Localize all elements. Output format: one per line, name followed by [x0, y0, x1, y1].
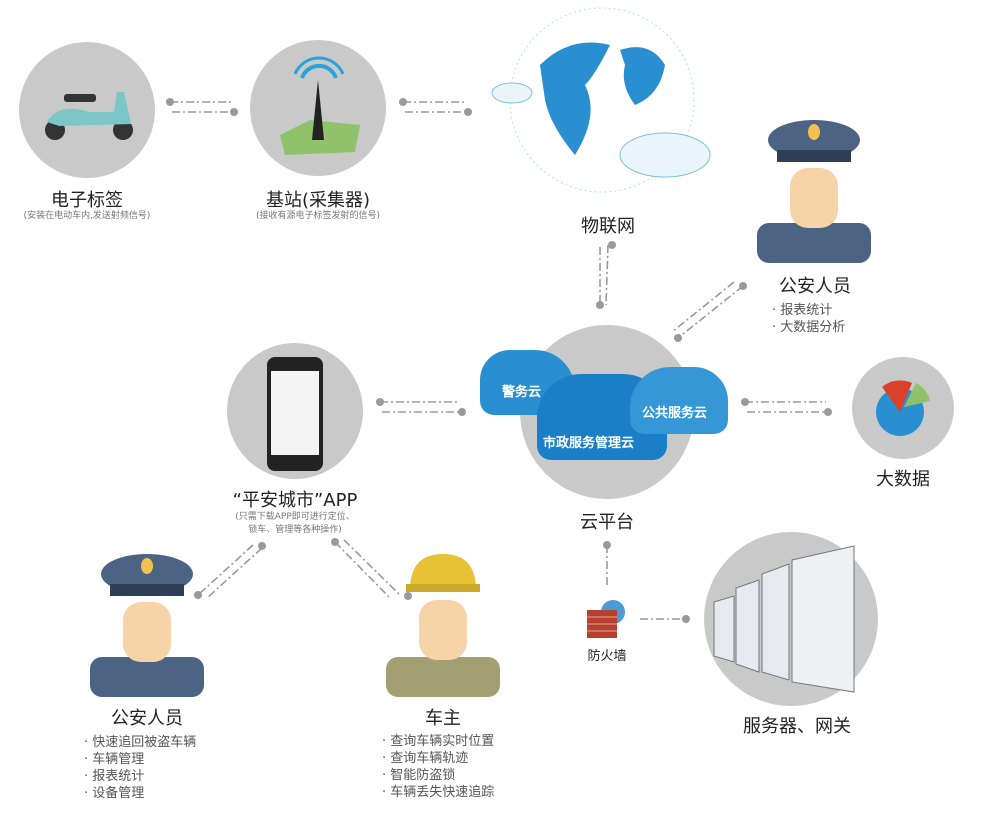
- police-bottom-title: 公安人员: [111, 708, 183, 729]
- app-subtitle-line: (只需下载APP即可进行定位、: [235, 512, 355, 522]
- servers-circle: [704, 532, 878, 706]
- list-item: 大数据分析: [772, 319, 845, 336]
- big-data-title: 大数据: [876, 469, 930, 490]
- list-item: 车辆管理: [84, 751, 196, 768]
- list-item: 车辆丢失快速追踪: [382, 784, 494, 801]
- app-subtitle-line: 锁车、管理等各种操作): [248, 525, 342, 535]
- base-station-subtitle: (接收有源电子标签发射的信号): [255, 211, 381, 221]
- list-item: 设备管理: [84, 785, 196, 802]
- list-item: 报表统计: [772, 302, 845, 319]
- owner-title: 车主: [425, 708, 461, 729]
- base-station-circle: [250, 40, 386, 176]
- app-subtitle: (只需下载APP即可进行定位、 锁车、管理等各种操作): [235, 511, 355, 537]
- list-item: 查询车辆轨迹: [382, 750, 494, 767]
- police-top-list: 报表统计 大数据分析: [772, 302, 845, 336]
- public-service-cloud: [630, 367, 728, 434]
- car-owner-icon: [386, 554, 500, 697]
- firewall-icon: [587, 600, 625, 638]
- list-item: 智能防盗锁: [382, 767, 494, 784]
- public-service-cloud-label: 公共服务云: [642, 406, 708, 421]
- list-item: 查询车辆实时位置: [382, 733, 494, 750]
- police-bottom-list: 快速追回被盗车辆 车辆管理 报表统计 设备管理: [84, 734, 196, 802]
- cloud-platform-title: 云平台: [580, 512, 634, 533]
- server-rack-icon: [713, 545, 855, 693]
- big-data-circle: [852, 357, 954, 459]
- globe-icon: [491, 7, 711, 193]
- police-officer-icon: [757, 120, 871, 263]
- base-station-title: 基站(采集器): [265, 190, 371, 211]
- app-circle: [227, 343, 363, 479]
- scooter-icon: [45, 92, 133, 140]
- firewall-title: 防火墙: [587, 649, 627, 664]
- municipal-cloud-label: 市政服务管理云: [543, 436, 635, 451]
- servers-title: 服务器、网关: [743, 716, 851, 737]
- tag-title: 电子标签: [51, 190, 123, 211]
- iot-title: 物联网: [581, 216, 635, 237]
- list-item: 快速追回被盗车辆: [84, 734, 196, 751]
- tag-circle: [19, 42, 155, 178]
- police-top-title: 公安人员: [779, 276, 851, 297]
- pie-chart-icon: [876, 380, 930, 436]
- police-cloud-label: 警务云: [502, 385, 542, 400]
- antenna-icon: [280, 56, 360, 155]
- police-officer-icon: [90, 554, 204, 697]
- list-item: 报表统计: [84, 768, 196, 785]
- tag-subtitle: (安装在电动车内,发送射频信号): [23, 211, 151, 221]
- smartphone-icon: [267, 357, 323, 471]
- owner-list: 查询车辆实时位置 查询车辆轨迹 智能防盗锁 车辆丢失快速追踪: [382, 733, 494, 801]
- app-title: “平安城市”APP: [232, 490, 358, 511]
